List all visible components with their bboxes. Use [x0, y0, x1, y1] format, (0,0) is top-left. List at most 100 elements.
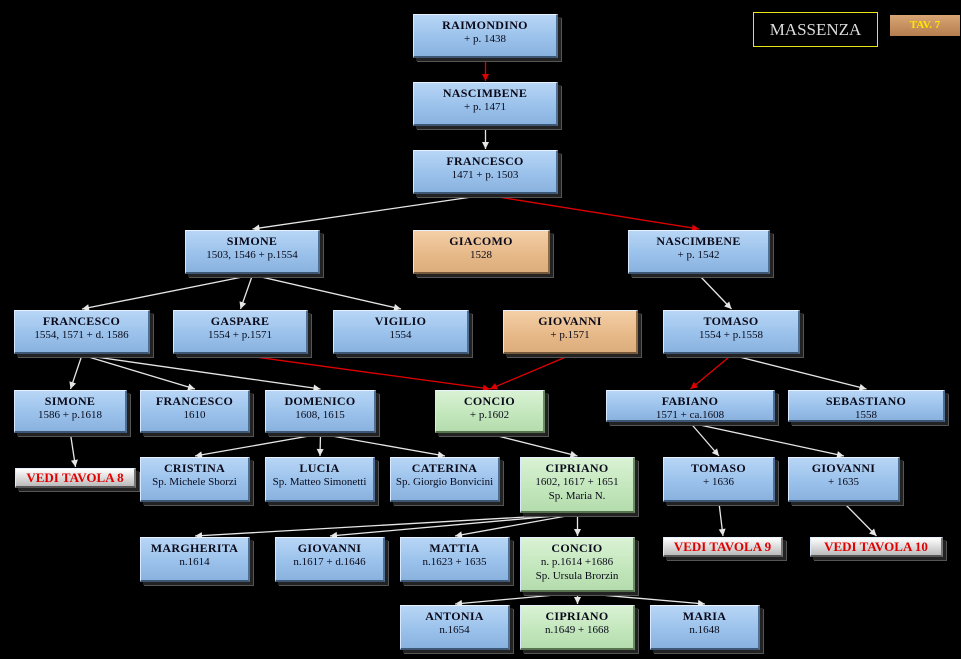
arrowhead-icon [858, 383, 867, 391]
person-name: DOMENICO [284, 394, 356, 408]
arrowhead-icon [482, 74, 489, 81]
person-box-raimondino: RAIMONDINO+ p. 1438 [413, 14, 558, 58]
connector-fabiano-tomaso2 [690, 422, 720, 457]
arrowhead-icon [490, 383, 498, 390]
person-detail: + p. 1542 [677, 249, 720, 261]
person-name: GIOVANNI [297, 541, 362, 555]
person-detail: 1554 [389, 329, 412, 341]
arrowhead-icon [574, 597, 581, 604]
see-table-link-vedi9[interactable]: VEDI TAVOLA 9 [663, 537, 783, 557]
person-detail: 1528 [470, 249, 492, 261]
table-number-badge[interactable]: TAV. 7 [890, 15, 960, 36]
person-name: MARIA [682, 609, 727, 623]
person-name: CONCIO [463, 394, 516, 408]
connector-simone1-vigilio [252, 274, 402, 310]
person-name: CIPRIANO [545, 609, 609, 623]
person-detail: n.1623 + 1635 [422, 556, 487, 568]
person-detail: 1571 + ca.1608 [655, 409, 725, 421]
connector-cipriano1-giovanni3 [329, 513, 578, 537]
person-detail: 1554 + p.1571 [208, 329, 272, 341]
connector-gaspare-concio1 [240, 354, 491, 390]
connector-francesco2-domenico [81, 354, 321, 390]
connector-giovanni2-vedi10 [843, 502, 877, 537]
person-detail: Sp. Matteo Simonetti [272, 476, 367, 488]
person-detail: 1554 + p.1558 [699, 329, 763, 341]
see-table-link-vedi8[interactable]: VEDI TAVOLA 8 [15, 468, 136, 488]
person-name: RAIMONDINO [442, 18, 528, 32]
person-detail: n.1648 [689, 624, 720, 636]
person-detail: Sp. Maria N. [548, 490, 606, 502]
arrowhead-icon [724, 301, 732, 309]
arrowhead-icon [718, 528, 726, 536]
person-name: FRANCESCO [155, 394, 234, 408]
person-detail: 1554, 1571 + d. 1586 [34, 329, 129, 341]
person-box-tomaso2: TOMASO+ 1636 [663, 457, 775, 502]
person-detail: Sp. Giorgio Bonvicini [395, 476, 494, 488]
person-detail: 1586 + p.1618 [38, 409, 102, 421]
person-name: CONCIO [551, 541, 603, 555]
person-detail: + p. 1471 [464, 101, 506, 113]
person-name: VIGILIO [374, 314, 427, 328]
connector-nascimbene2-tomaso1 [698, 274, 732, 310]
connector-francesco1-simone1 [252, 194, 486, 230]
person-name: GASPARE [210, 314, 270, 328]
family-title-box: MASSENZA [753, 12, 878, 47]
person-detail: 1610 [183, 409, 206, 421]
person-detail: n.1614 [179, 556, 210, 568]
person-box-concio1: CONCIO+ p.1602 [435, 390, 545, 433]
person-detail: n.1654 [439, 624, 470, 636]
person-name: ANTONIA [425, 609, 484, 623]
person-box-nascimbene1: NASCIMBENE+ p. 1471 [413, 82, 558, 126]
person-box-nascimbene2: NASCIMBENE+ p. 1542 [628, 230, 770, 274]
arrowhead-icon [482, 142, 489, 149]
arrowhead-icon [869, 528, 877, 536]
link-label: VEDI TAVOLA 10 [824, 539, 928, 554]
connector-francesco2-francesco3 [81, 354, 196, 390]
arrowhead-icon [437, 451, 445, 459]
arrowhead-icon [239, 301, 247, 309]
person-detail: + p.1602 [469, 409, 510, 421]
person-name: GIOVANNI [538, 314, 602, 328]
see-table-link-vedi10[interactable]: VEDI TAVOLA 10 [810, 537, 943, 557]
person-name: MATTIA [429, 541, 480, 555]
person-name: SEBASTIANO [825, 394, 907, 408]
link-label: VEDI TAVOLA 8 [26, 470, 124, 485]
connector-tomaso1-fabiano [690, 354, 732, 390]
arrowhead-icon [455, 531, 463, 539]
person-name: CIPRIANO [545, 461, 609, 475]
person-detail: 1558 [855, 409, 877, 421]
person-name: CRISTINA [163, 461, 226, 475]
arrowhead-icon [482, 384, 490, 392]
person-name: MARGHERITA [150, 541, 239, 555]
arrowhead-icon [82, 304, 90, 312]
connector-domenico-cristina [194, 433, 321, 457]
person-detail: 1602, 1617 + 1651 [535, 476, 619, 488]
person-name: TOMASO [703, 314, 759, 328]
person-name: TOMASO [691, 461, 746, 475]
person-detail: 1471 + p. 1503 [451, 169, 519, 181]
connector-concio2-antonia [454, 592, 578, 605]
person-name: SIMONE [44, 394, 96, 408]
person-name: FABIANO [661, 394, 719, 408]
person-detail: n.1617 + d.1646 [293, 556, 366, 568]
